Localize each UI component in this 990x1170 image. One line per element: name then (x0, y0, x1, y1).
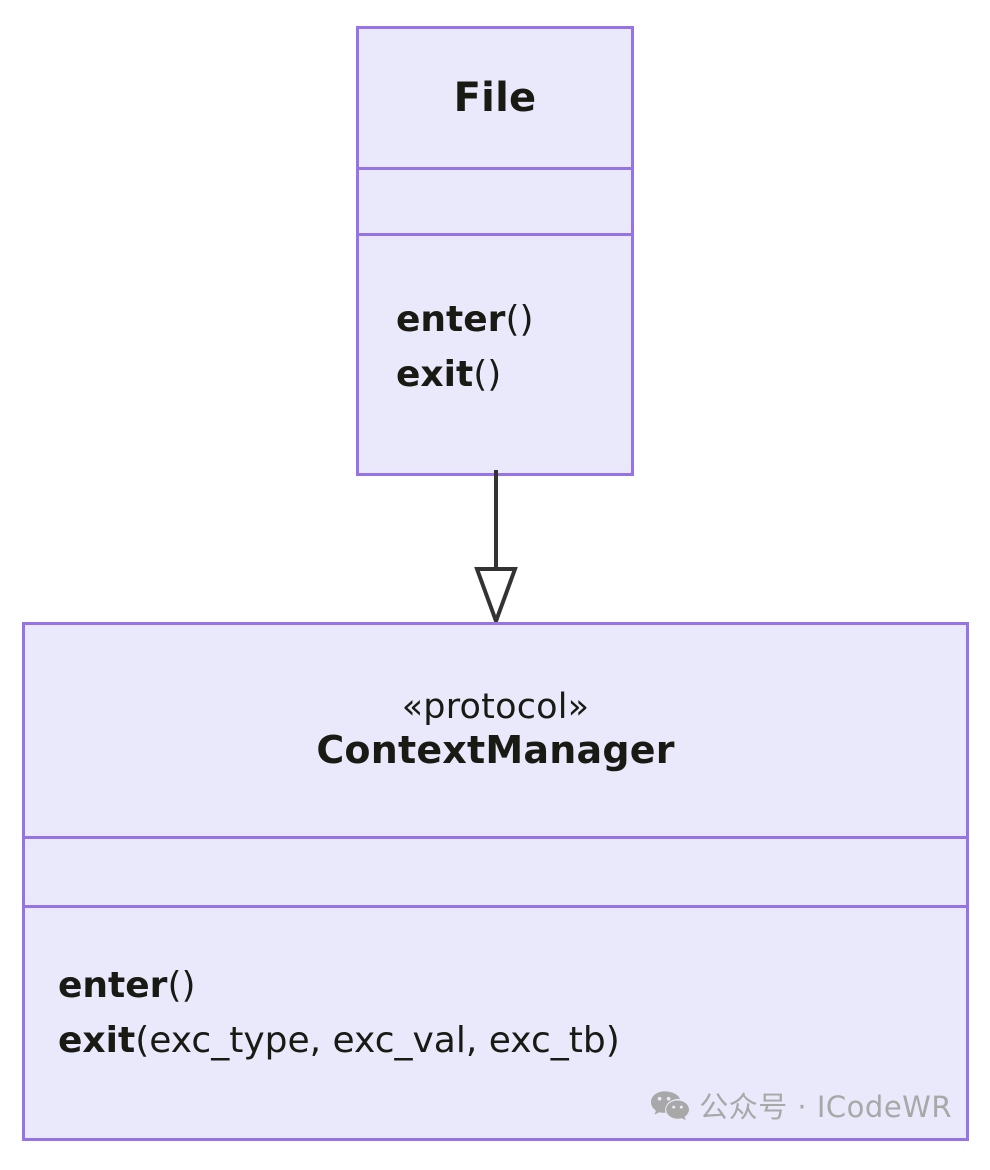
class-file-attributes (359, 167, 631, 233)
class-file-operations: enter() exit() (359, 233, 631, 473)
class-contextmanager-header: «protocol» ContextManager (25, 625, 966, 836)
operation-name: exit (396, 353, 474, 395)
watermark: 公众号 · ICodeWR (650, 1090, 952, 1124)
operation-row: enter() (396, 293, 631, 348)
operation-signature: (exc_type, exc_val, exc_tb) (135, 1020, 620, 1061)
operation-name: exit (58, 1020, 136, 1061)
class-file-header: File (359, 29, 631, 167)
hollow-triangle-arrowhead-icon (474, 567, 518, 627)
operation-row: exit(exc_type, exc_val, exc_tb) (58, 1014, 966, 1069)
class-contextmanager-operations: enter() exit(exc_type, exc_val, exc_tb) (25, 905, 966, 1138)
operation-name: enter (58, 965, 168, 1007)
class-contextmanager-stereotype: «protocol» (401, 687, 590, 728)
operation-signature: () (167, 965, 196, 1007)
operation-signature: () (473, 353, 502, 395)
operation-signature: () (505, 298, 534, 340)
generalization-connector (474, 470, 518, 627)
wechat-icon (651, 1091, 690, 1121)
uml-class-file[interactable]: File enter() exit() (356, 26, 634, 476)
uml-class-contextmanager[interactable]: «protocol» ContextManager enter() exit(e… (22, 622, 969, 1141)
watermark-text: 公众号 · ICodeWR (699, 1089, 952, 1124)
class-file-name: File (453, 75, 537, 121)
class-contextmanager-attributes (25, 836, 966, 905)
operation-name: enter (396, 298, 506, 340)
operation-row: exit() (396, 348, 631, 403)
class-contextmanager-name: ContextManager (316, 728, 675, 773)
operation-row: enter() (58, 959, 966, 1014)
